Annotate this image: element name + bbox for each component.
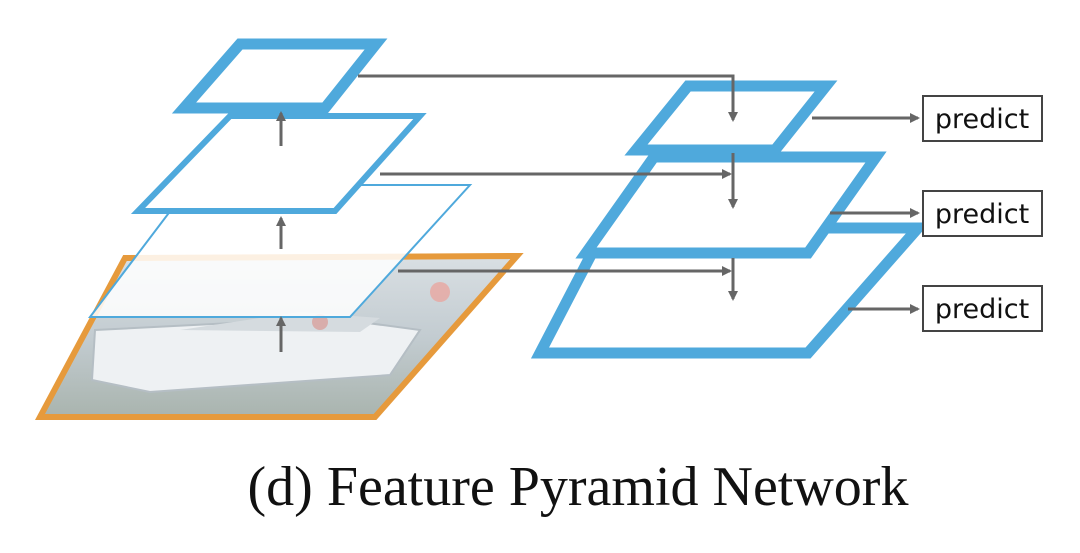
left-level-3-plane <box>171 38 388 114</box>
lateral-connection-arrow <box>358 74 735 80</box>
predict-label: predict <box>935 104 1029 135</box>
predict-box-bottom: predict <box>922 285 1043 332</box>
predict-label: predict <box>935 294 1029 325</box>
person-shape <box>430 282 450 302</box>
predict-box-frame <box>922 190 1043 237</box>
left-level-1-plane <box>87 184 473 318</box>
predict-box-middle: predict <box>922 190 1043 237</box>
left-level-2-plane <box>130 113 427 214</box>
predict-label: predict <box>935 199 1029 230</box>
top-down-pathway <box>530 80 931 359</box>
predict-box-top: predict <box>922 95 1043 142</box>
prediction-outputs: predict predict predict <box>812 95 1043 332</box>
predict-box-frame <box>922 95 1043 142</box>
bottom-up-pathway <box>87 38 473 352</box>
predict-box-frame <box>922 285 1043 332</box>
lateral-connections <box>358 74 735 276</box>
figure-caption: (d) Feature Pyramid Network <box>248 456 909 518</box>
right-level-3-plane <box>624 80 838 156</box>
